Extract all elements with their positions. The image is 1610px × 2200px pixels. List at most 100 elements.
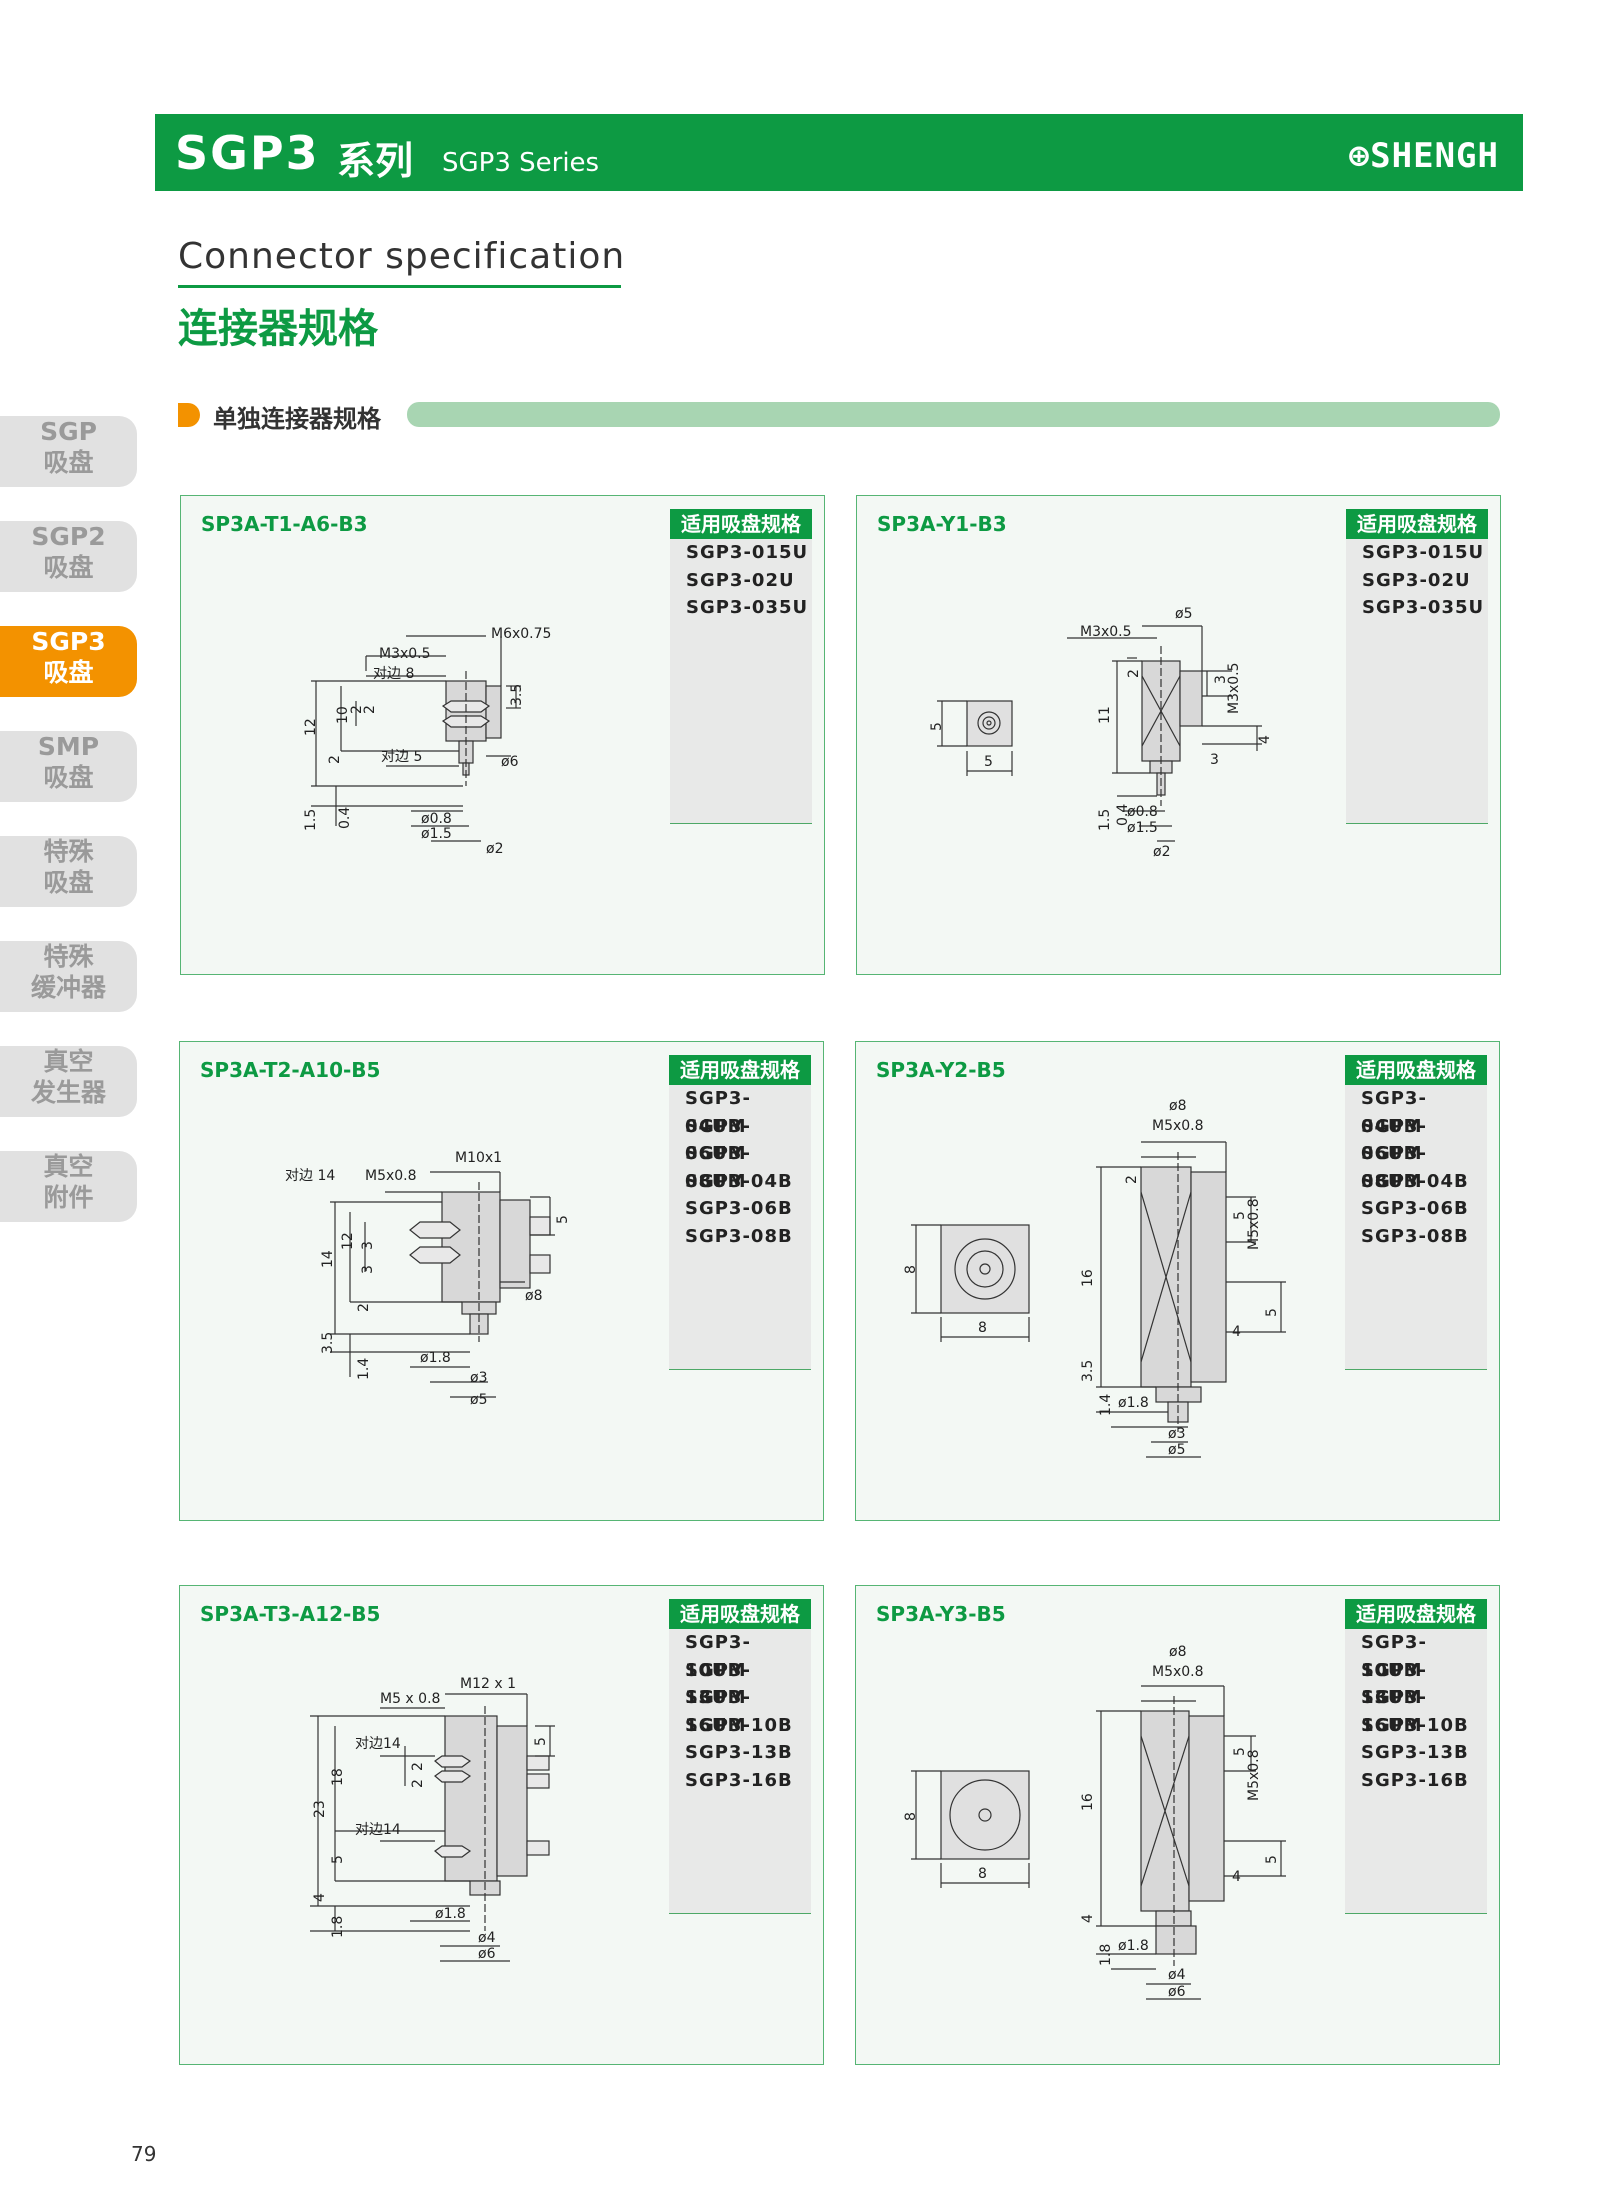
dim-d1: ø6 bbox=[501, 754, 519, 770]
sidebar-item-label: 真空 bbox=[43, 1047, 94, 1076]
dim-h1: 23 bbox=[312, 1800, 328, 1818]
dim-across1: 对边14 bbox=[355, 1736, 401, 1752]
applicable-spec-box: 适用吸盘规格 SGP3-04UM SGP3-06UM SGP3-08UM SGP… bbox=[1345, 1055, 1487, 1370]
spec-item: SGP3-10B bbox=[685, 1714, 793, 1736]
spec-item: SGP3-035U bbox=[686, 597, 809, 618]
connector-drawing-y1: 5 5 M3x0.5 M3x0.5 ø5 ø0.8 ø1.5 ø2 11 2 3… bbox=[929, 606, 1273, 860]
connector-code: SP3A-Y1-B3 bbox=[877, 512, 1007, 536]
connector-panel-sp3a-t3: M5 x 0.8 M12 x 1 对边14 对边14 ø1.8 ø4 ø6 23… bbox=[179, 1585, 824, 2065]
dim-sq1: 5 bbox=[929, 722, 945, 731]
spec-item: SGP3-04UM bbox=[1361, 1088, 1427, 1137]
dim-h8: 1.8 bbox=[330, 1916, 346, 1938]
dim-thread1: M3x0.5 bbox=[379, 646, 431, 662]
dim-d3: ø1.5 bbox=[1127, 820, 1158, 836]
dim-h4: 3 bbox=[1210, 752, 1219, 768]
dim-h4: 3 bbox=[360, 1265, 376, 1274]
spec-header: 适用吸盘规格 bbox=[670, 509, 812, 539]
connector-drawing-t1: M3x0.5 M6x0.75 对边 8 对边 5 ø6 ø0.8 ø1.5 ø2… bbox=[303, 626, 551, 857]
dim-thread2: M5x0.8 bbox=[1246, 1749, 1262, 1801]
spec-item: SGP3-035U bbox=[1362, 597, 1485, 618]
dim-thread1: M5 x 0.8 bbox=[380, 1691, 440, 1707]
dim-h6: 5 bbox=[555, 1215, 571, 1224]
dim-h3: 2 bbox=[410, 1762, 426, 1771]
sidebar-item-label: SGP3 bbox=[31, 627, 106, 656]
spec-item: SGP3-08B bbox=[685, 1225, 793, 1247]
dim-sq1: 8 bbox=[903, 1812, 919, 1821]
series-header: SGP3 系列 SGP3 Series ⊕SHENGH bbox=[155, 114, 1523, 191]
dim-h6: 1.8 bbox=[1098, 1944, 1114, 1966]
sidebar-item-label: 缓冲器 bbox=[30, 973, 106, 1002]
applicable-spec-box: 适用吸盘规格 SGP3-015U SGP3-02U SGP3-035U bbox=[670, 509, 812, 824]
spec-item: SGP3-06B bbox=[1361, 1198, 1469, 1219]
dim-across1: 对边 14 bbox=[285, 1168, 335, 1184]
applicable-spec-box: 适用吸盘规格 SGP3-10UM SGP3-13UM SGP3-16UM SGP… bbox=[669, 1599, 811, 1914]
connector-code: SP3A-T2-A10-B5 bbox=[200, 1058, 381, 1082]
sidebar-item-label: 发生器 bbox=[30, 1078, 106, 1107]
spec-item: SGP3-06B bbox=[685, 1198, 793, 1219]
dim-thread2: M3x0.5 bbox=[1226, 662, 1242, 714]
dim-d3: ø3 bbox=[470, 1370, 487, 1386]
dim-d2: ø1.8 bbox=[420, 1350, 451, 1366]
series-cn: 系列 bbox=[337, 139, 414, 183]
dim-h3: 5 bbox=[1232, 1211, 1248, 1220]
applicable-spec-box: 适用吸盘规格 SGP3-04UM SGP3-06UM SGP3-08UM SGP… bbox=[669, 1055, 811, 1370]
dim-sq2: 5 bbox=[984, 754, 993, 770]
sidebar-item-vacuum-accessory[interactable]: 真空附件 bbox=[0, 1151, 137, 1222]
dim-h5: 2 bbox=[327, 755, 343, 764]
spec-item: SGP3-02U bbox=[686, 569, 795, 591]
sidebar-item-vacuum-generator[interactable]: 真空发生器 bbox=[0, 1046, 137, 1117]
dim-h4: 2 bbox=[410, 1779, 426, 1788]
sidebar-item-special-cup[interactable]: 特殊吸盘 bbox=[0, 836, 137, 907]
dim-d4: ø6 bbox=[478, 1946, 496, 1962]
spec-item: SGP3-04B bbox=[685, 1170, 793, 1192]
dim-h5: 5 bbox=[1264, 1308, 1280, 1317]
sidebar-item-label: 真空 bbox=[43, 1152, 94, 1181]
sidebar-item-label: 吸盘 bbox=[43, 763, 94, 792]
dim-h3: 2 bbox=[349, 705, 365, 714]
dim-thread1: M5x0.8 bbox=[365, 1168, 417, 1184]
subsection-title: 单独连接器规格 bbox=[213, 405, 381, 433]
dim-h1: 11 bbox=[1097, 706, 1113, 724]
dim-thread2: M12 x 1 bbox=[460, 1676, 516, 1692]
spec-item: SGP3-04UM bbox=[685, 1088, 751, 1137]
dim-d3: ø1.5 bbox=[421, 826, 452, 842]
applicable-spec-box: 适用吸盘规格 SGP3-10UM SGP3-13UM SGP3-16UM SGP… bbox=[1345, 1599, 1487, 1914]
spec-item: SGP3-015U bbox=[686, 542, 809, 563]
series-code: SGP3 bbox=[175, 126, 320, 180]
connector-panel-sp3a-y3: 8 8 ø8 M5x0.8 M5x0.8 ø1.8 ø4 ø6 16 5 4 5… bbox=[855, 1585, 1500, 2065]
connector-drawing-t3: M5 x 0.8 M12 x 1 对边14 对边14 ø1.8 ø4 ø6 23… bbox=[310, 1676, 555, 1962]
connector-code: SP3A-Y3-B5 bbox=[876, 1602, 1006, 1626]
spec-item: SGP3-13UM bbox=[685, 1659, 751, 1709]
dim-d2: ø1.8 bbox=[435, 1906, 466, 1922]
spec-header: 适用吸盘规格 bbox=[669, 1599, 811, 1629]
dim-h1: 16 bbox=[1080, 1269, 1096, 1287]
spec-item: SGP3-06UM bbox=[685, 1115, 751, 1165]
dim-h4: 2 bbox=[362, 705, 378, 714]
dim-h2: 2 bbox=[1126, 669, 1142, 678]
dim-h2: 5 bbox=[1232, 1747, 1248, 1756]
spec-item: SGP3-16B bbox=[685, 1769, 793, 1791]
spec-item: SGP3-13B bbox=[685, 1742, 793, 1763]
spec-item: SGP3-16B bbox=[1361, 1769, 1469, 1791]
dim-h8: 0.4 bbox=[337, 807, 353, 829]
spec-item: SGP3-16UM bbox=[1361, 1687, 1427, 1736]
series-en: SGP3 Series bbox=[442, 148, 600, 178]
dim-sq2: 8 bbox=[978, 1866, 987, 1882]
dim-d4: ø5 bbox=[1168, 1442, 1185, 1458]
dim-d0: ø8 bbox=[1169, 1644, 1186, 1660]
spec-item: SGP3-08UM bbox=[685, 1143, 751, 1192]
sidebar-item-label: 吸盘 bbox=[43, 658, 94, 687]
dim-h4: 4 bbox=[1232, 1324, 1241, 1340]
dim-thread1: M3x0.5 bbox=[1080, 624, 1132, 640]
sidebar-item-special-buffer[interactable]: 特殊缓冲器 bbox=[0, 941, 137, 1012]
dim-d2: ø0.8 bbox=[1127, 804, 1158, 820]
spec-item: SGP3-06UM bbox=[1361, 1115, 1427, 1165]
dim-h2: 10 bbox=[335, 706, 351, 724]
dim-d2: ø1.8 bbox=[1118, 1938, 1149, 1954]
dim-thread1: M5x0.8 bbox=[1152, 1118, 1204, 1134]
dim-d1: ø5 bbox=[1175, 606, 1192, 622]
